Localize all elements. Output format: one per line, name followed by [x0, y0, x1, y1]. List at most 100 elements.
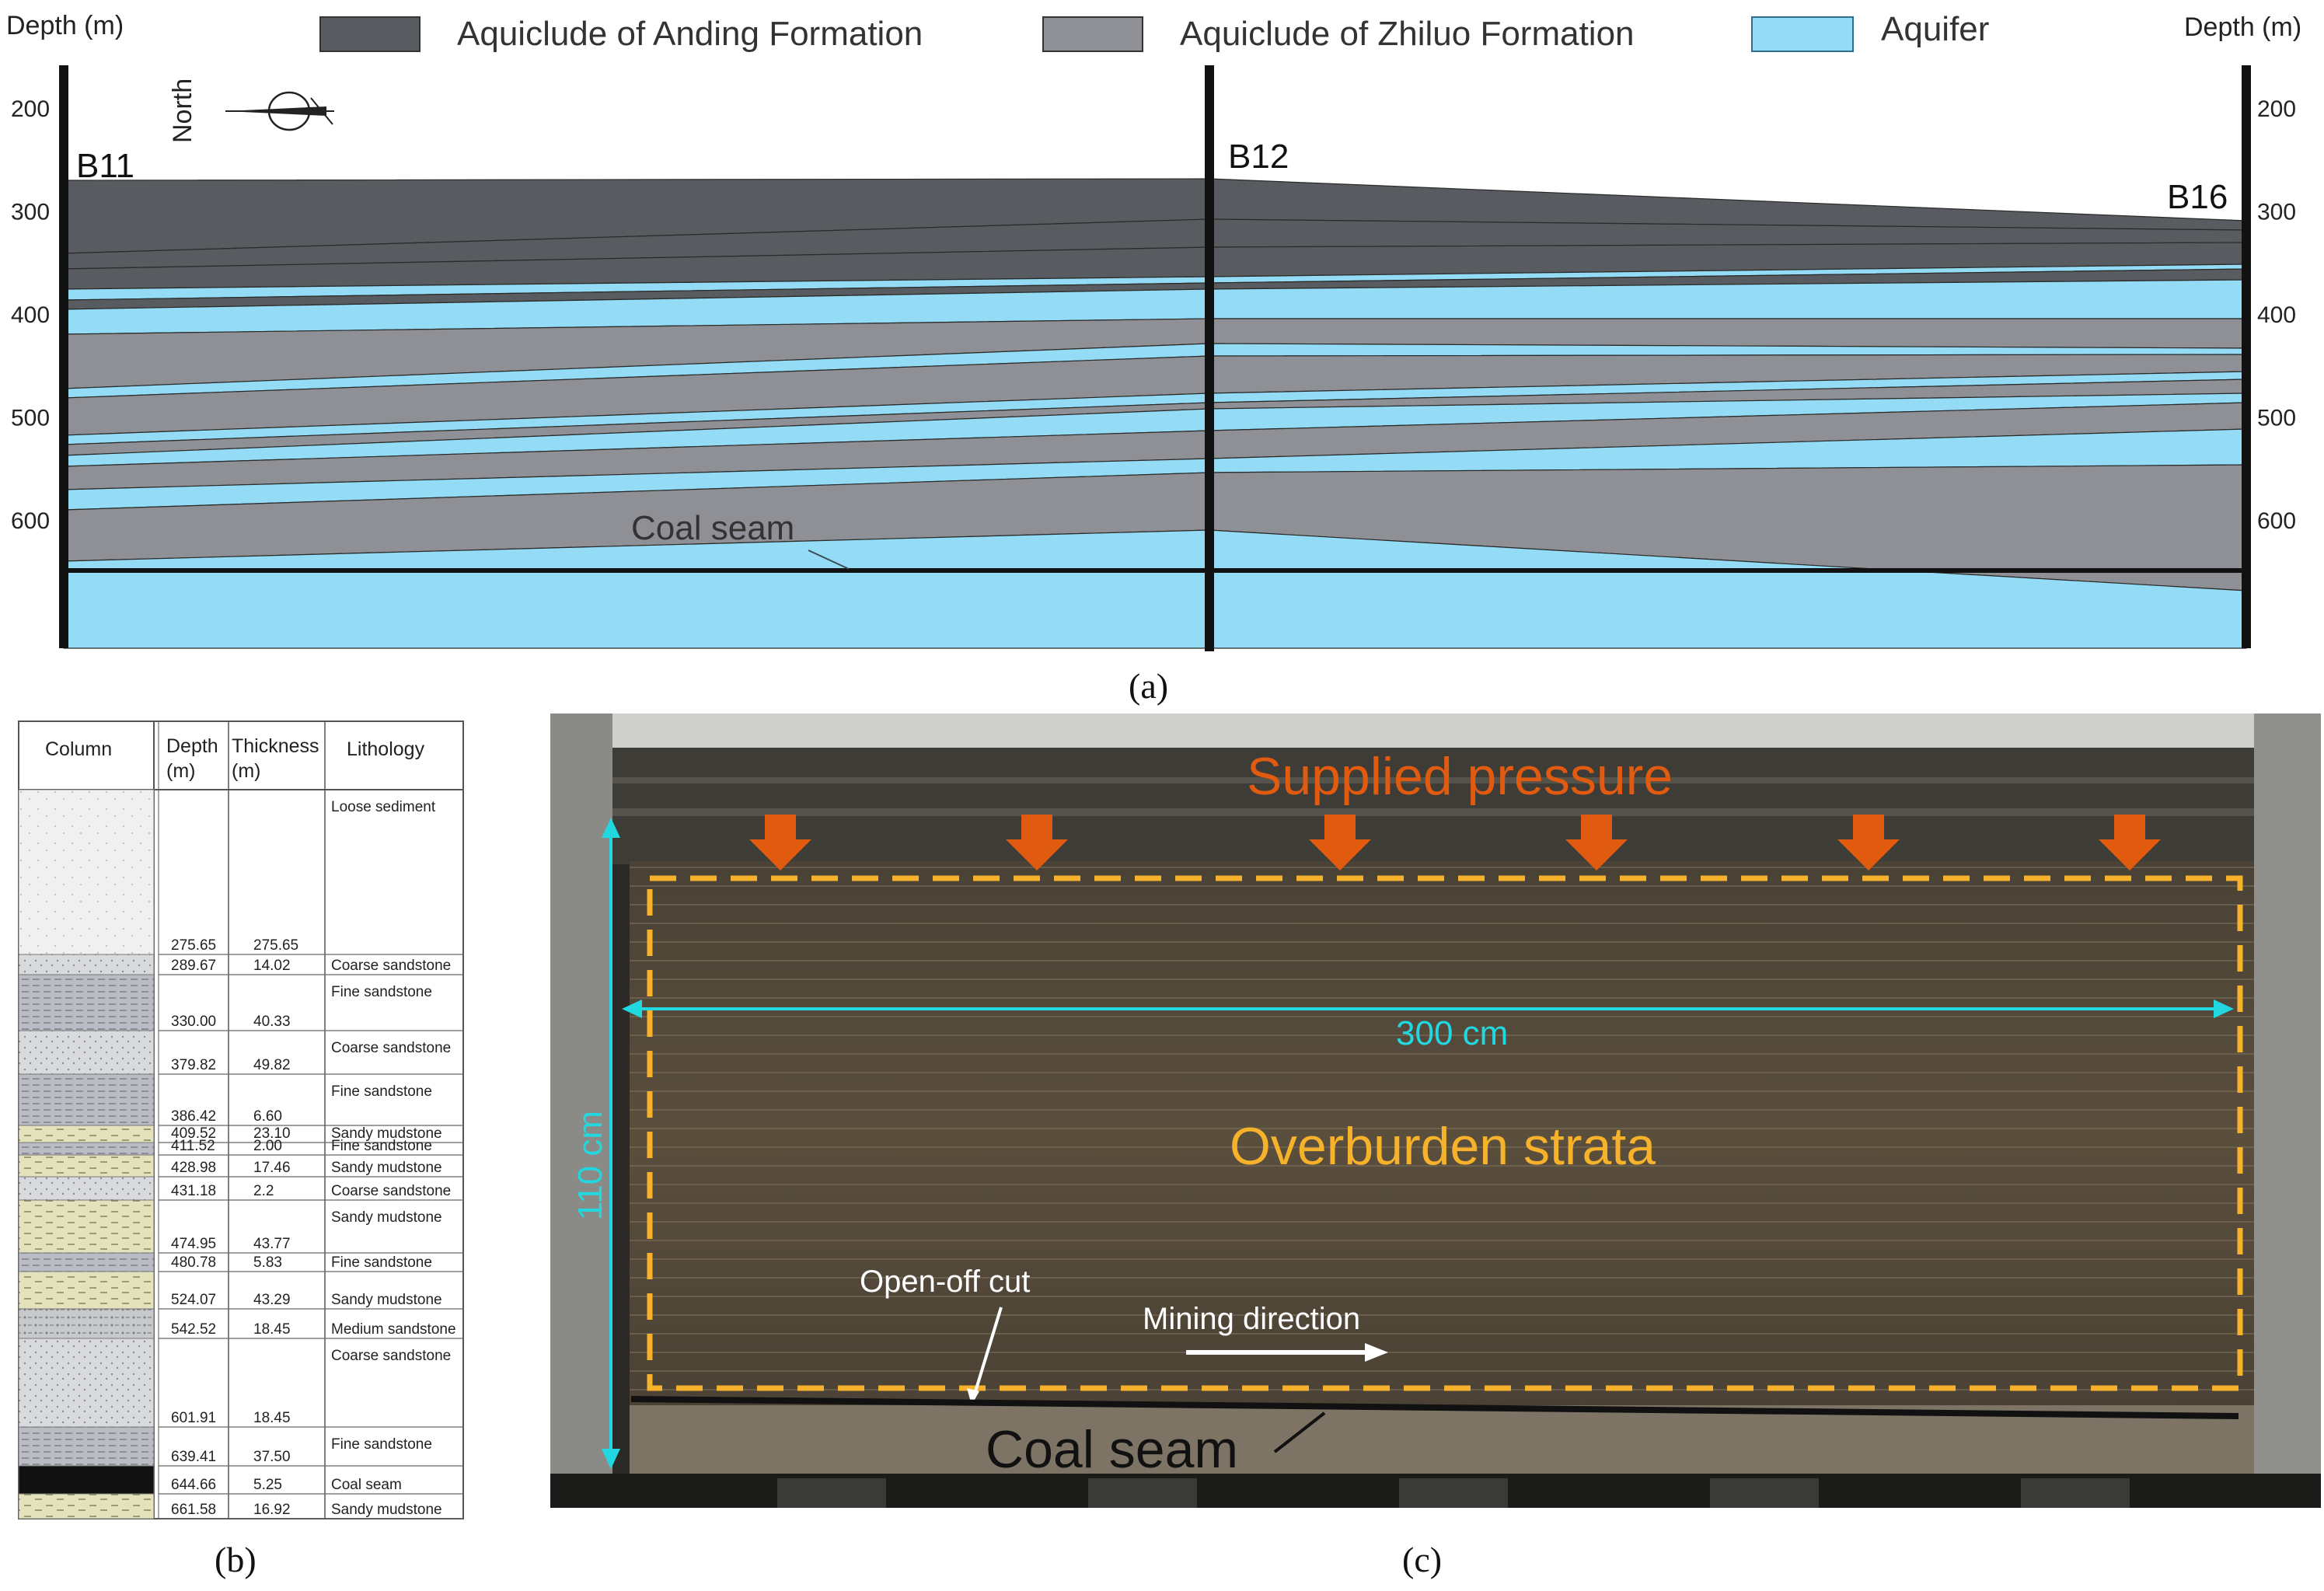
panel-b-stratigraphic-column: Column Depth (m) Thickness (m) Lithology… — [18, 720, 464, 1579]
row-lithology: Sandy mudstone — [331, 1502, 442, 1518]
row-lithology: Sandy mudstone — [331, 1292, 442, 1308]
row-thickness: 16.92 — [253, 1502, 291, 1518]
caption-c: (c) — [1402, 1540, 1442, 1579]
open-off-cut-label: Open-off cut — [860, 1265, 1030, 1299]
column-cell — [18, 1338, 155, 1428]
column-cell — [18, 1176, 155, 1201]
row-lithology: Coarse sandstone — [331, 1183, 451, 1199]
row-thickness: 5.83 — [253, 1254, 282, 1271]
row-depth: 542.52 — [171, 1321, 216, 1338]
pressure-arrows — [749, 815, 2161, 871]
row-depth: 661.58 — [171, 1502, 216, 1518]
row-lithology: Sandy mudstone — [331, 1125, 442, 1142]
legend-label-anding: Aquiclude of Anding Formation — [457, 15, 923, 53]
left-depth-tick-label: 400 — [11, 302, 50, 328]
row-lithology: Fine sandstone — [331, 1254, 432, 1271]
right-depth-tick-label: 400 — [2257, 302, 2296, 328]
model-coal-seam-label: Coal seam — [986, 1420, 1238, 1479]
row-thickness: 17.46 — [253, 1160, 291, 1176]
row-depth: 379.82 — [171, 1057, 216, 1073]
left-depth-axis-title: Depth (m) — [6, 11, 124, 40]
model-coal-seam-line — [630, 1396, 2239, 1419]
row-lithology: Fine sandstone — [331, 1083, 432, 1100]
column-cell — [18, 1030, 155, 1075]
column-cell — [18, 1308, 155, 1339]
supplied-pressure-label: Supplied pressure — [1247, 747, 1673, 806]
row-depth: 431.18 — [171, 1183, 216, 1199]
right-depth-tick-label: 600 — [2257, 508, 2296, 534]
right-depth-tick-label: 500 — [2257, 406, 2296, 431]
column-cell — [18, 1426, 155, 1467]
column-cell — [18, 1125, 155, 1143]
mining-direction-label: Mining direction — [1143, 1302, 1360, 1336]
right-depth-tick-label: 300 — [2257, 200, 2296, 225]
caption-b: (b) — [215, 1540, 256, 1579]
north-label: North — [168, 79, 197, 143]
row-depth: 275.65 — [171, 937, 216, 954]
left-depth-tick-label: 200 — [11, 96, 50, 122]
row-depth: 480.78 — [171, 1254, 216, 1271]
row-thickness: 40.33 — [253, 1014, 291, 1030]
coal-seam-label: Coal seam — [631, 509, 794, 547]
row-depth: 601.91 — [171, 1410, 216, 1426]
model-boundary-dashed — [647, 875, 2243, 1391]
row-thickness: 2.2 — [253, 1183, 274, 1199]
legend-label-zhiluo: Aquiclude of Zhiluo Formation — [1180, 15, 1635, 53]
row-depth: 330.00 — [171, 1014, 216, 1030]
legend-swatch-aquifer — [1751, 16, 1854, 52]
panel-a-cross-section: Aquiclude of Anding Formation Aquiclude … — [6, 10, 2301, 706]
open-off-cut-arrow-icon — [967, 1388, 979, 1405]
column-cell — [18, 1493, 155, 1519]
row-depth: 644.66 — [171, 1477, 216, 1493]
row-thickness: 18.45 — [253, 1410, 291, 1426]
north-arrow-icon — [225, 91, 334, 131]
row-thickness: 5.25 — [253, 1477, 282, 1493]
row-lithology: Fine sandstone — [331, 1138, 432, 1154]
header-thickness-unit: (m) — [232, 760, 260, 782]
header-depth: Depth — [166, 735, 218, 757]
pressure-arrow-icon — [1309, 815, 1371, 871]
panel-c-model-photo: Supplied pressure 300 cm 110 cm Overburd… — [550, 714, 2321, 1579]
row-lithology: Coarse sandstone — [331, 1040, 451, 1056]
row-lithology: Medium sandstone — [331, 1321, 456, 1338]
row-thickness: 14.02 — [253, 958, 291, 974]
row-lithology: Fine sandstone — [331, 1436, 432, 1453]
row-thickness: 18.45 — [253, 1321, 291, 1338]
right-depth-axis-title: Depth (m) — [2184, 12, 2301, 42]
column-cell — [18, 1271, 155, 1310]
row-lithology: Coarse sandstone — [331, 958, 451, 974]
row-depth: 409.52 — [171, 1125, 216, 1142]
header-depth-unit: (m) — [166, 760, 195, 782]
row-thickness: 43.29 — [253, 1292, 291, 1308]
legend-swatch-anding — [319, 16, 420, 52]
header-lithology: Lithology — [347, 738, 425, 760]
row-depth: 411.52 — [171, 1138, 215, 1154]
pressure-arrow-icon — [1565, 815, 1628, 871]
column-cell — [18, 1154, 155, 1178]
row-lithology: Coal seam — [331, 1477, 402, 1493]
row-lithology: Loose sediment — [331, 799, 436, 815]
row-depth: 524.07 — [171, 1292, 216, 1308]
column-cell — [18, 1073, 155, 1126]
row-depth: 474.95 — [171, 1236, 216, 1252]
row-lithology: Sandy mudstone — [331, 1160, 442, 1176]
row-lithology: Fine sandstone — [331, 984, 432, 1000]
row-thickness: 23.10 — [253, 1125, 291, 1142]
column-cell — [18, 1199, 155, 1254]
legend-swatch-zhiluo — [1042, 16, 1143, 52]
column-cell — [18, 1465, 155, 1495]
row-thickness: 6.60 — [253, 1108, 282, 1125]
pressure-arrow-icon — [749, 815, 811, 871]
row-thickness: 43.77 — [253, 1236, 291, 1252]
left-depth-tick-label: 600 — [11, 508, 50, 534]
header-column: Column — [45, 738, 112, 760]
row-depth: 289.67 — [171, 958, 216, 974]
column-cell — [18, 1252, 155, 1272]
row-depth: 428.98 — [171, 1160, 216, 1176]
pressure-arrow-icon — [2099, 815, 2161, 871]
row-thickness: 37.50 — [253, 1449, 291, 1465]
left-depth-tick-label: 500 — [11, 406, 50, 431]
column-cell — [18, 954, 155, 975]
